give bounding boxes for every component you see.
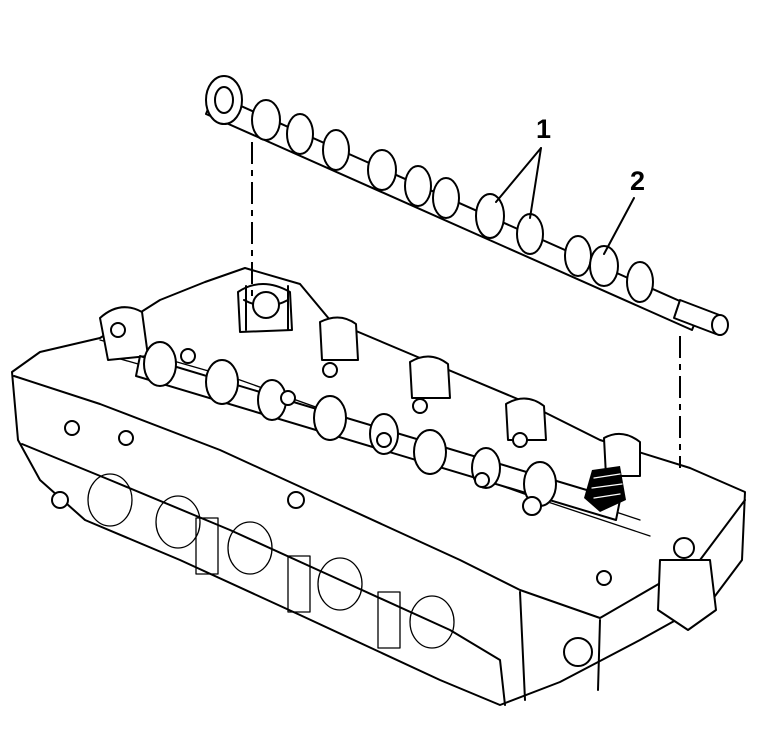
- port: [563, 637, 593, 667]
- camshaft-flange: [205, 75, 243, 125]
- lobe: [143, 341, 177, 387]
- port: [87, 473, 133, 527]
- camshaft-nose-end: [711, 314, 729, 336]
- port: [227, 521, 273, 575]
- exploded-camshaft: [205, 75, 729, 336]
- port: [287, 555, 311, 613]
- port: [51, 491, 69, 509]
- bolt: [322, 362, 338, 378]
- valve-spring: [584, 466, 626, 512]
- camshaft-lobe: [322, 129, 350, 171]
- bolt: [512, 432, 528, 448]
- ports: [51, 473, 593, 667]
- bolt: [64, 420, 80, 436]
- port: [377, 591, 401, 649]
- bolt: [596, 570, 612, 586]
- bolt: [376, 432, 392, 448]
- bolt: [673, 537, 695, 559]
- valve-spring-coil: [591, 473, 623, 499]
- bolt: [280, 390, 296, 406]
- cam-tower-6: [603, 432, 641, 477]
- port: [195, 517, 219, 575]
- bolt: [522, 496, 542, 516]
- camshaft-journal: [589, 245, 619, 287]
- front-cover: [657, 559, 717, 631]
- callout-1-leader-b: [529, 147, 542, 219]
- cam-tower-5: [505, 397, 547, 441]
- camshaft-journal: [251, 99, 281, 141]
- journal-bore: [252, 291, 280, 319]
- side-face-edge: [21, 443, 506, 706]
- callout-1-leader-a: [495, 147, 542, 203]
- callout-2: 2: [603, 166, 645, 255]
- cylinder-head: [11, 267, 746, 706]
- camshaft-lobe: [286, 113, 314, 155]
- cam-towers: [99, 283, 641, 477]
- camshaft-lobe: [564, 235, 592, 277]
- port: [155, 495, 201, 549]
- camshaft-lobe: [516, 213, 544, 255]
- callout-2-label: 2: [630, 166, 645, 196]
- port: [317, 557, 363, 611]
- bolt: [118, 430, 134, 446]
- camshaft-lobe: [626, 261, 654, 303]
- bolt: [110, 322, 126, 338]
- lobe: [205, 359, 239, 405]
- bolt: [412, 398, 428, 414]
- bolts: [64, 322, 695, 586]
- callout-1: 1: [495, 114, 551, 219]
- bolt: [474, 472, 490, 488]
- callout-2-leader: [603, 197, 635, 255]
- port: [409, 595, 455, 649]
- camshaft-journal: [475, 193, 505, 239]
- lobe: [313, 395, 347, 441]
- camshaft-lobe: [432, 177, 460, 219]
- camshaft-flange-bore: [214, 86, 234, 114]
- cam-tower-3: [319, 316, 359, 361]
- lobe: [413, 429, 447, 475]
- bolt: [180, 348, 196, 364]
- cam-tower-4: [409, 355, 451, 399]
- camshaft-journal: [367, 149, 397, 191]
- bolt: [287, 491, 305, 509]
- camshaft-lobe: [404, 165, 432, 207]
- callout-1-label: 1: [536, 114, 551, 144]
